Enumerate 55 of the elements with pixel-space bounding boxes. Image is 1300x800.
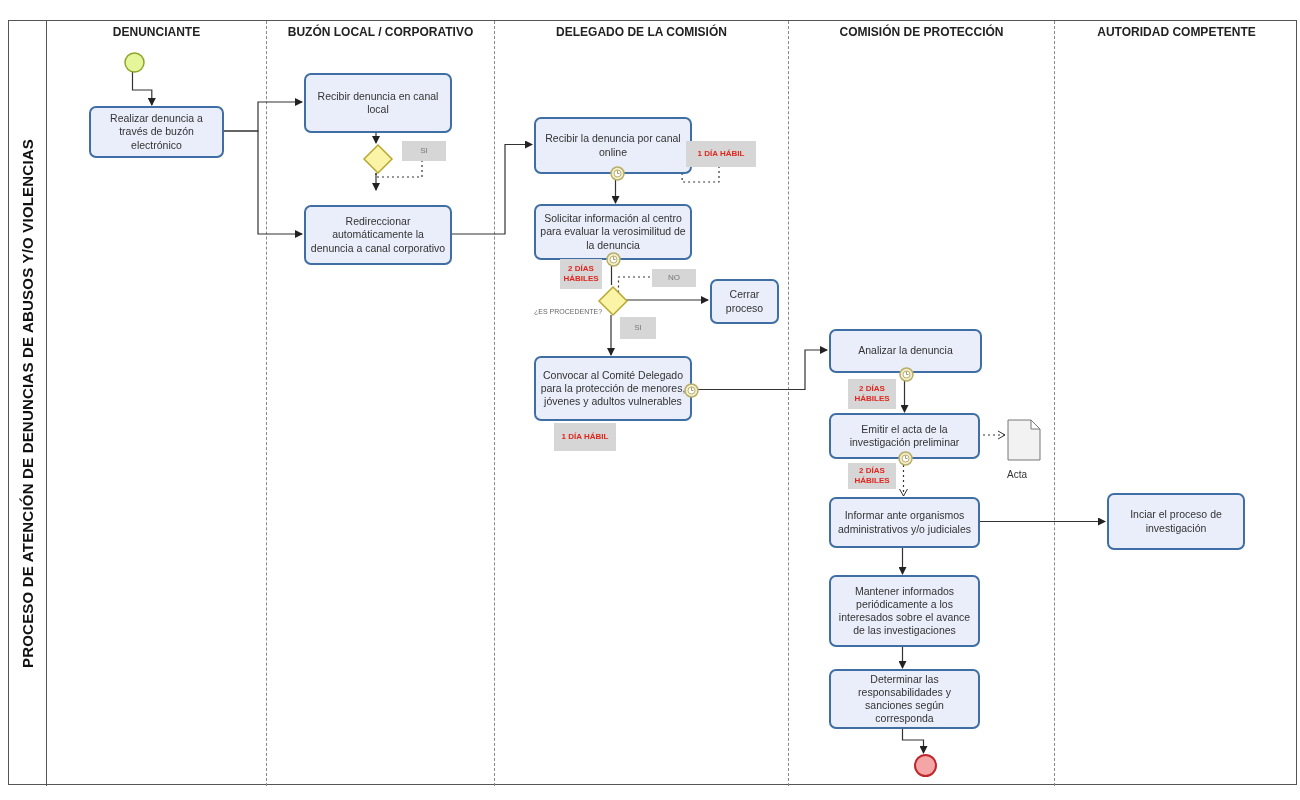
task-box: Inciar el proceso de investigación (1107, 493, 1245, 550)
task-box: Cerrar proceso (710, 279, 779, 324)
task-box: Informar ante organismos administrativos y/o judiciales (829, 497, 980, 548)
sequence-flow-arrow (449, 140, 533, 235)
sequence-flow-arrow (625, 296, 709, 304)
task-box: Solicitar información al centro para evaluar la verosimilitud de la denuncia (534, 204, 692, 260)
association-line (375, 159, 423, 178)
task-box: Convocar al Comité Delegado para la protección de menores, jóvenes y adultos vulnerables (534, 356, 692, 421)
sequence-flow-arrow (696, 346, 828, 391)
text-annotation: 1 DÍA HÁBIL (554, 423, 616, 451)
sequence-flow-arrow (900, 380, 909, 413)
timer-event (606, 252, 621, 267)
task-box: Recibir la denuncia por canal online (534, 117, 692, 174)
lane-header: DENUNCIANTE (111, 25, 202, 39)
pool (8, 20, 1297, 785)
end-event (914, 754, 937, 777)
text-annotation: 2 DÍAS HÁBILES (848, 379, 896, 409)
sequence-flow-arrow (977, 517, 1106, 526)
association-line (681, 165, 720, 183)
sequence-flow-arrow (611, 179, 620, 204)
task-box: Recibir denuncia en canal local (304, 73, 452, 133)
sequence-flow-arrow (221, 130, 303, 238)
lane-header: BUZÓN LOCAL / CORPORATIVO (286, 25, 475, 39)
text-annotation: NO (652, 269, 696, 287)
task-box: Emitir el acta de la investigación preliminar (829, 413, 980, 459)
timer-event (898, 451, 913, 466)
text-annotation: 2 DÍAS HÁBILES (848, 463, 896, 489)
task-box: Realizar denuncia a través de buzón electrónico (89, 106, 224, 158)
gateway-diamond (363, 144, 393, 174)
text-annotation: SI (402, 141, 446, 161)
lane-header: DELEGADO DE LA COMISIÓN (555, 25, 728, 39)
text-annotation: SI (620, 317, 656, 339)
task-box: Analizar la denuncia (829, 329, 982, 373)
sequence-flow-arrow (901, 727, 928, 754)
lane-header: COMISIÓN DE PROTECCIÓN (838, 25, 1005, 39)
text-annotation: 1 DÍA HÁBIL (686, 141, 756, 167)
sequence-flow-arrow (898, 645, 907, 669)
sequence-flow-arrow (131, 71, 156, 106)
sequence-flow-arrow (372, 131, 380, 144)
sequence-flow-arrow (898, 546, 907, 575)
timer-event (899, 367, 914, 382)
sequence-flow-arrow (607, 314, 615, 356)
document-label: Acta (1007, 469, 1027, 480)
association-arrow (899, 464, 908, 497)
timer-event (610, 166, 625, 181)
connector-line (610, 265, 613, 286)
sequence-flow-arrow (372, 172, 380, 191)
timer-event (684, 383, 699, 398)
task-box: Mantener informados periódicamente a los interesados sobre el avance de las investigaciones (829, 575, 980, 647)
text-annotation: 2 DÍAS HÁBILES (560, 259, 602, 289)
start-event (124, 52, 145, 73)
task-box: Determinar las responsabilidades y sanciones según corresponda (829, 669, 980, 729)
pool-title: PROCESO DE ATENCIÓN DE DENUNCIAS DE ABUSOS Y/O VIOLENCIAS (18, 138, 36, 668)
lane-header: AUTORIDAD COMPETENTE (1096, 25, 1257, 39)
task-box: Redireccionar automáticamente la denuncia a canal corporativo (304, 205, 452, 265)
